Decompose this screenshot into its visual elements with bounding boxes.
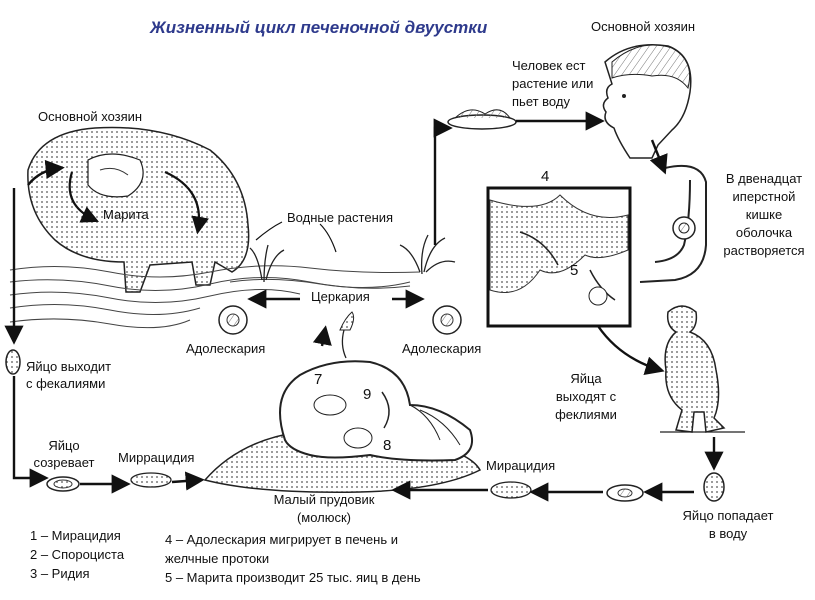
- label-number-9: 9: [363, 386, 371, 403]
- label-egg-matures-1: Яйцо: [32, 437, 96, 454]
- label-number-7: 7: [314, 371, 322, 388]
- label-duodenum-1: В двенадцат: [716, 170, 812, 187]
- label-eggs-feces-right-2: выходят с: [544, 388, 628, 405]
- legend-left: 1 – Мирацидия 2 – Спороциста 3 – Ридия: [30, 526, 124, 583]
- legend-right: 4 – Адолескария мигрирует в печень и жел…: [165, 530, 421, 587]
- label-eggs-feces-right-3: феклиями: [544, 406, 628, 423]
- legend-item-4-cont: желчные протоки: [165, 549, 421, 568]
- page-title: Жизненный цикл печеночной двуустки: [150, 18, 487, 38]
- egg-in-duodenum: [673, 217, 695, 239]
- miracidium-left-icon: [131, 473, 171, 487]
- label-adolescaria-right: Адолескария: [402, 340, 481, 357]
- label-duodenum-4: оболочка: [716, 224, 812, 241]
- label-duodenum-2: иперстной: [716, 188, 812, 205]
- egg-right-icon: [704, 473, 724, 501]
- label-human-eats-1: Человек ест: [512, 57, 585, 74]
- label-egg-matures-2: созревает: [32, 454, 96, 471]
- label-egg-water-2: в воду: [676, 525, 780, 542]
- label-number-5: 5: [570, 262, 578, 279]
- label-human-eats-2: растение или: [512, 75, 593, 92]
- label-number-4: 4: [541, 168, 549, 185]
- label-eggs-feces-right-1: Яйца: [544, 370, 628, 387]
- label-main-host-right: Основной хозяин: [591, 18, 695, 35]
- legend-item-3: 3 – Ридия: [30, 564, 124, 583]
- adolescaria-right-icon: [433, 306, 461, 334]
- label-water-plants: Водные растения: [287, 209, 393, 226]
- label-miracidium-right: Мирацидия: [486, 457, 555, 474]
- egg-mature-icon: [47, 477, 79, 491]
- label-human-eats-3: пьет воду: [512, 93, 570, 110]
- legend-item-4: 4 – Адолескария мигрирует в печень и: [165, 530, 421, 549]
- label-egg-feces-1: Яйцо выходит: [26, 358, 111, 375]
- label-duodenum-3: кишке: [716, 206, 812, 223]
- legend-item-2: 2 – Спороциста: [30, 545, 124, 564]
- label-egg-water-1: Яйцо попадает: [676, 507, 780, 524]
- label-main-host-left: Основной хозяин: [38, 108, 142, 125]
- label-duodenum-5: растворяется: [716, 242, 812, 259]
- adolescaria-left-icon: [219, 306, 247, 334]
- human-head: [603, 45, 690, 158]
- label-miracidium-left: Миррацидия: [118, 449, 194, 466]
- legend-item-1: 1 – Мирацидия: [30, 526, 124, 545]
- label-snail-2: (молюск): [262, 509, 386, 526]
- label-adolescaria-left: Адолескария: [186, 340, 265, 357]
- egg-left-feces: [6, 350, 20, 374]
- miracidium-right-icon: [491, 482, 531, 498]
- label-marita: Марита: [103, 206, 149, 223]
- snail-illustration: [205, 361, 480, 492]
- food-plate: [448, 110, 516, 129]
- label-number-8: 8: [383, 437, 391, 454]
- label-snail-1: Малый прудовик: [262, 491, 386, 508]
- label-egg-feces-2: с фекалиями: [26, 375, 105, 392]
- legend-item-5: 5 – Марита производит 25 тыс. яиц в день: [165, 568, 421, 587]
- cercaria-icon: [340, 312, 354, 358]
- liver-inset: [488, 188, 630, 326]
- human-figure: [660, 306, 745, 432]
- water-plant-left: [250, 245, 284, 282]
- egg-water-icon: [607, 485, 643, 501]
- label-cercaria: Церкария: [311, 288, 370, 305]
- water-plant-right: [400, 235, 455, 274]
